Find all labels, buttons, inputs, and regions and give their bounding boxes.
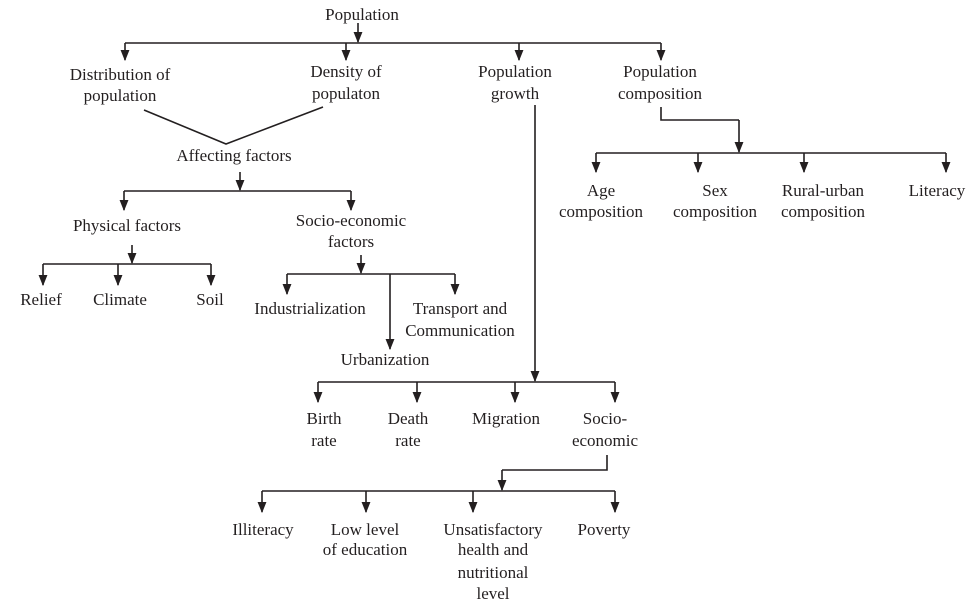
svg-text:economic: economic: [572, 431, 639, 450]
svg-text:Rural-urban: Rural-urban: [782, 181, 865, 200]
svg-text:rate: rate: [395, 431, 420, 450]
node-socio-economic-factors: Socio-economic factors: [296, 211, 407, 251]
svg-text:Birth: Birth: [307, 409, 342, 428]
node-density: Density of populaton: [310, 62, 382, 103]
node-rural-urban-composition: Rural-urban composition: [781, 181, 866, 221]
svg-text:factors: factors: [328, 232, 374, 251]
node-physical-factors: Physical factors: [73, 216, 181, 235]
svg-text:composition: composition: [618, 84, 703, 103]
node-soil: Soil: [196, 290, 224, 309]
node-illiteracy: Illiteracy: [232, 520, 294, 539]
connector-lines: [38, 23, 951, 514]
svg-text:nutritional: nutritional: [458, 563, 529, 582]
svg-text:Density of: Density of: [310, 62, 382, 81]
node-socio-economic: Socio- economic: [572, 409, 639, 450]
node-migration: Migration: [472, 409, 540, 428]
node-sex-composition: Sex composition: [673, 181, 758, 221]
svg-text:Socio-: Socio-: [583, 409, 628, 428]
node-age-composition: Age composition: [559, 181, 644, 221]
svg-text:Population: Population: [478, 62, 552, 81]
node-industrialization: Industrialization: [254, 299, 366, 318]
svg-text:Unsatisfactory: Unsatisfactory: [443, 520, 543, 539]
node-poverty: Poverty: [578, 520, 631, 539]
node-labels: Population Distribution of population De…: [20, 5, 966, 603]
svg-text:Distribution of: Distribution of: [70, 65, 171, 84]
svg-text:level: level: [476, 584, 509, 603]
svg-text:composition: composition: [559, 202, 644, 221]
svg-text:Low level: Low level: [331, 520, 400, 539]
svg-text:Transport and: Transport and: [413, 299, 508, 318]
node-population-composition: Population composition: [618, 62, 703, 103]
svg-text:Population: Population: [623, 62, 697, 81]
node-climate: Climate: [93, 290, 147, 309]
node-low-education: Low level of education: [323, 520, 408, 559]
node-literacy: Literacy: [909, 181, 966, 200]
node-population-growth: Population growth: [478, 62, 552, 103]
node-population: Population: [325, 5, 399, 24]
svg-text:Socio-economic: Socio-economic: [296, 211, 407, 230]
svg-text:growth: growth: [491, 84, 540, 103]
svg-text:Death: Death: [388, 409, 429, 428]
node-affecting-factors: Affecting factors: [176, 146, 291, 165]
svg-text:rate: rate: [311, 431, 336, 450]
svg-text:populaton: populaton: [312, 84, 380, 103]
node-health-nutrition: Unsatisfactory health and nutritional le…: [443, 520, 543, 603]
node-transport-communication: Transport and Communication: [405, 299, 515, 340]
node-birth-rate: Birth rate: [307, 409, 342, 450]
svg-text:Sex: Sex: [702, 181, 728, 200]
svg-text:Communication: Communication: [405, 321, 515, 340]
node-death-rate: Death rate: [388, 409, 429, 450]
node-urbanization: Urbanization: [341, 350, 430, 369]
svg-text:composition: composition: [673, 202, 758, 221]
svg-text:Age: Age: [587, 181, 615, 200]
svg-text:population: population: [84, 86, 157, 105]
svg-text:health and: health and: [458, 540, 529, 559]
node-distribution: Distribution of population: [70, 65, 171, 105]
svg-text:composition: composition: [781, 202, 866, 221]
svg-text:of education: of education: [323, 540, 408, 559]
node-relief: Relief: [20, 290, 62, 309]
